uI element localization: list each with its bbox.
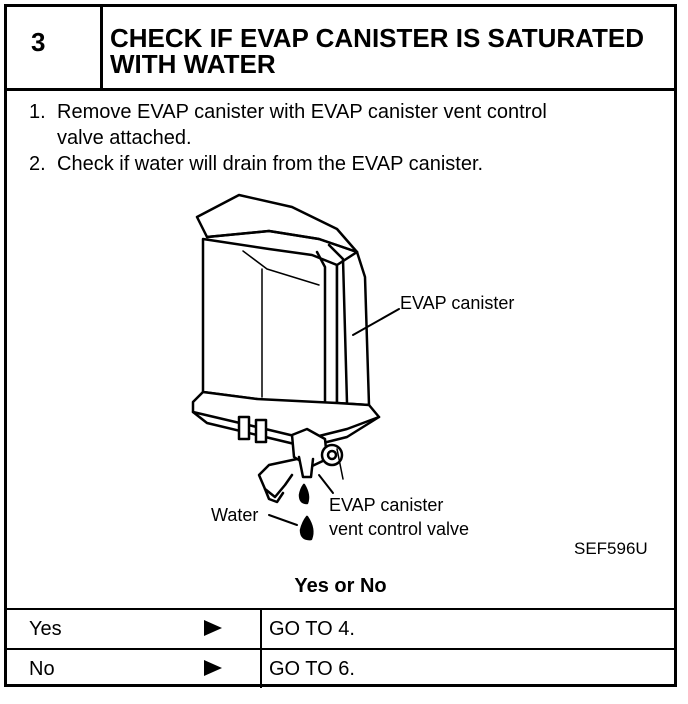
answer-cell: No xyxy=(29,658,55,680)
instruction-list: 1. Remove EVAP canister with EVAP canist… xyxy=(29,99,547,177)
figure-code: SEF596U xyxy=(574,539,648,558)
label-vent-valve-line2: vent control valve xyxy=(329,519,470,539)
label-evap-canister: EVAP canister xyxy=(400,293,515,313)
instruction-number: 1. xyxy=(29,101,46,123)
instruction-number: 2. xyxy=(29,153,46,175)
table-row: No GO TO 6. xyxy=(7,648,674,688)
question-label: Yes or No xyxy=(294,575,387,597)
instruction-item-continued: valve attached. xyxy=(29,125,547,151)
instruction-item: 1. Remove EVAP canister with EVAP canist… xyxy=(29,99,547,125)
evap-canister-illustration xyxy=(191,193,400,541)
action-cell: GO TO 4. xyxy=(269,618,355,640)
procedure-header: 3 CHECK IF EVAP CANISTER IS SATURATED WI… xyxy=(7,7,674,91)
instruction-text: Remove EVAP canister with EVAP canister … xyxy=(57,101,547,123)
step-number: 3 xyxy=(7,7,103,88)
procedure-title: CHECK IF EVAP CANISTER IS SATURATED WITH… xyxy=(110,23,645,79)
arrow-right-icon xyxy=(204,660,222,676)
table-row: Yes GO TO 4. xyxy=(7,608,674,648)
label-vent-valve-line1: EVAP canister xyxy=(329,495,444,515)
procedure-frame: 3 CHECK IF EVAP CANISTER IS SATURATED WI… xyxy=(4,4,677,688)
column-divider xyxy=(260,650,262,688)
instruction-text: Check if water will drain from the EVAP … xyxy=(57,153,484,175)
instruction-text-continued: valve attached. xyxy=(57,127,192,149)
instruction-item: 2. Check if water will drain from the EV… xyxy=(29,151,547,177)
answer-cell: Yes xyxy=(29,618,62,640)
action-cell: GO TO 6. xyxy=(269,658,355,680)
column-divider xyxy=(260,610,262,648)
arrow-right-icon xyxy=(204,620,222,636)
label-water: Water xyxy=(211,505,259,525)
